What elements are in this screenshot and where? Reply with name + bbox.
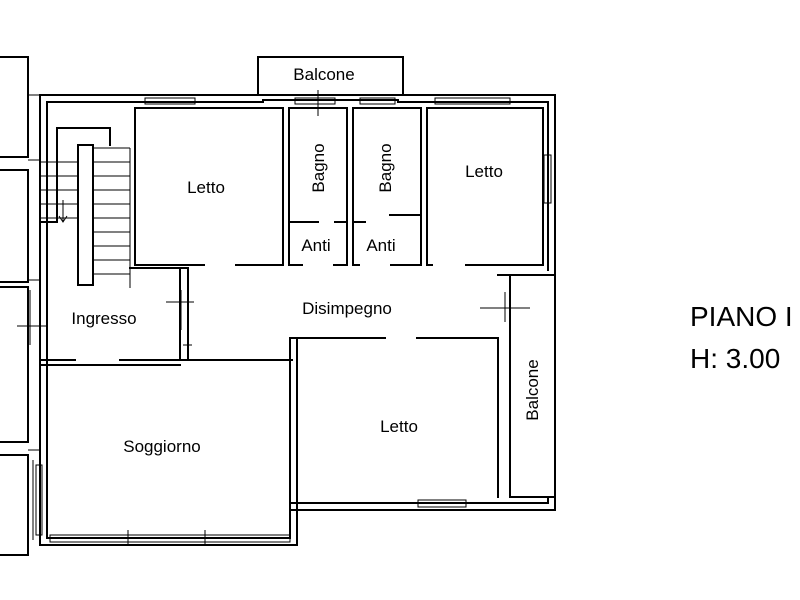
label-letto-right: Letto bbox=[465, 162, 503, 181]
label-balcone-right: Balcone bbox=[523, 359, 542, 420]
label-ingresso: Ingresso bbox=[71, 309, 136, 328]
label-anti-2: Anti bbox=[366, 236, 395, 255]
door-marks bbox=[17, 90, 530, 545]
label-disimpegno: Disimpegno bbox=[302, 299, 392, 318]
height-label: H: 3.00 bbox=[690, 343, 780, 374]
label-anti-1: Anti bbox=[301, 236, 330, 255]
label-soggiorno: Soggiorno bbox=[123, 437, 201, 456]
floor-label: PIANO I bbox=[690, 301, 793, 332]
neighbour-walls bbox=[0, 56, 40, 556]
label-letto-left: Letto bbox=[187, 178, 225, 197]
label-letto-bottom: Letto bbox=[380, 417, 418, 436]
label-bagno-2: Bagno bbox=[376, 143, 395, 192]
label-bagno-1: Bagno bbox=[309, 143, 328, 192]
label-balcone-top: Balcone bbox=[293, 65, 354, 84]
staircase bbox=[39, 127, 131, 288]
